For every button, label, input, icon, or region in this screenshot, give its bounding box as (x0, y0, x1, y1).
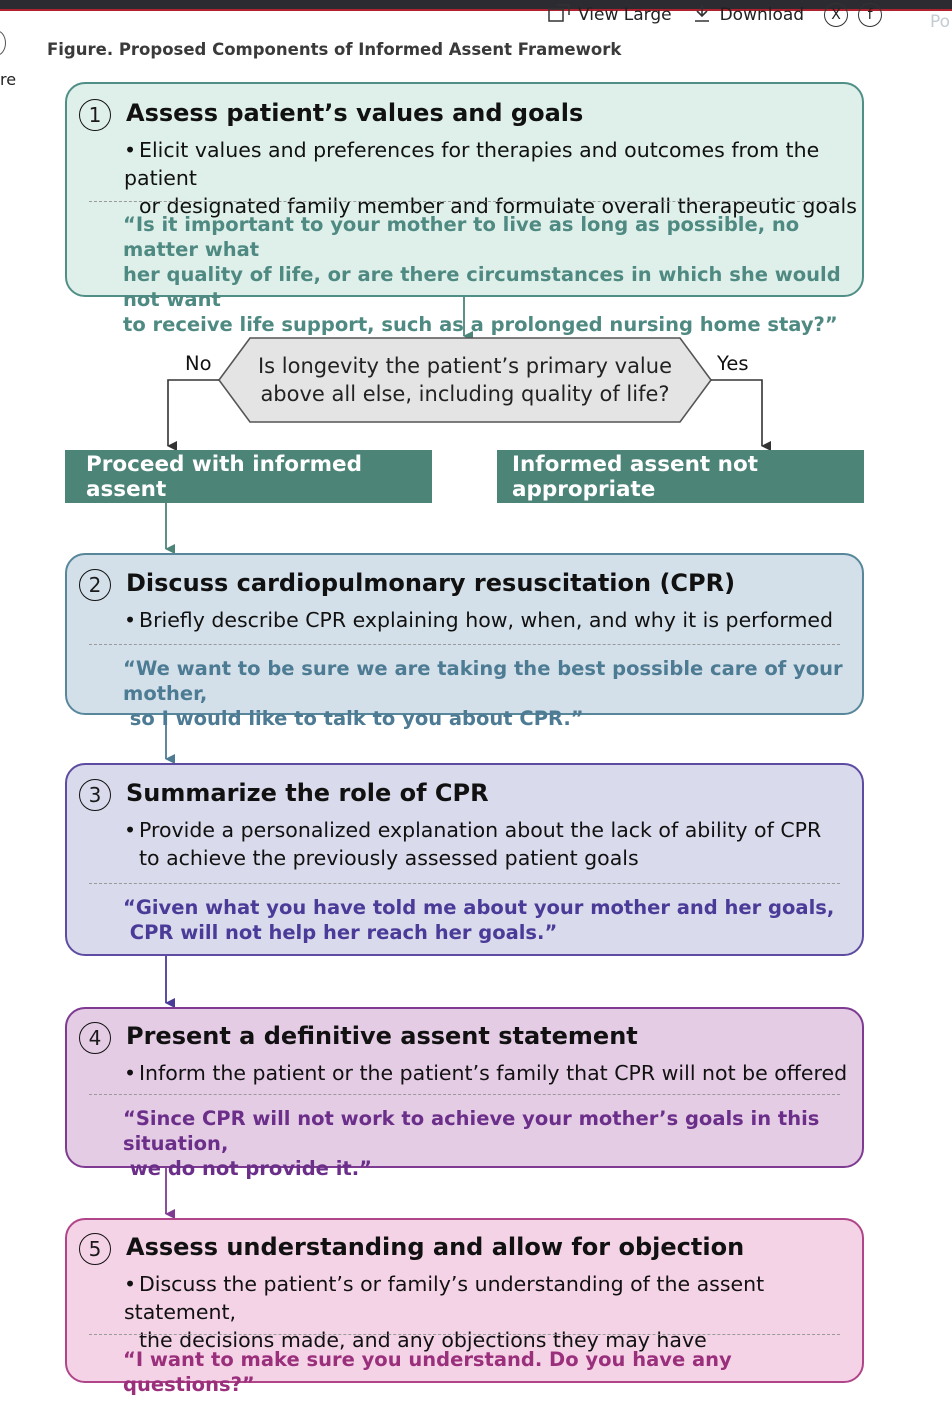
step-1-bullet-line-2: or designated family member and formulat… (139, 194, 857, 218)
step-2-title: Discuss cardiopulmonary resuscitation (C… (126, 569, 736, 597)
view-large-label: View Large (578, 5, 672, 25)
step-1-quote-line-2: her quality of life, or are there circum… (123, 263, 841, 311)
step-5-quote-line-1: “I want to make sure you understand. Do … (123, 1348, 732, 1396)
arrow-no-branch (167, 379, 219, 451)
top-nav-bar (0, 0, 952, 9)
step-4-divider (89, 1094, 840, 1095)
view-large-icon (548, 3, 570, 27)
not-appropriate-outcome-box: Informed assent not appropriate (497, 450, 864, 503)
step-4-number-circle: 4 (79, 1022, 111, 1054)
step-1-number-circle: 1 (79, 99, 111, 131)
step-3-title: Summarize the role of CPR (126, 779, 489, 807)
decision-line-1: Is longevity the patient’s primary value (257, 354, 673, 378)
right-cut-text: Po (930, 12, 951, 32)
step-2-number-circle: 2 (79, 569, 111, 601)
decision-line-2: above all else, including quality of lif… (260, 382, 670, 406)
step-3-number-circle: 3 (79, 779, 111, 811)
step-4-bullet-line-1: Inform the patient or the patient’s fami… (139, 1061, 848, 1085)
step-1-divider (89, 201, 840, 202)
step-3-box: 3 Summarize the role of CPR •Provide a p… (65, 763, 864, 956)
step-5-divider (89, 1334, 840, 1335)
x-share-icon[interactable]: X (824, 3, 849, 27)
step-1-box: 1 Assess patient’s values and goals •Eli… (65, 82, 864, 336)
step-5-quote: “I want to make sure you understand. Do … (123, 1347, 862, 1397)
step-2-quote-line-1: “We want to be sure we are taking the be… (123, 657, 843, 705)
step-2-quote: “We want to be sure we are taking the be… (123, 656, 862, 731)
download-button[interactable]: Download (692, 3, 805, 28)
step-5-number-circle: 5 (79, 1233, 111, 1265)
step-3-quote-line-1: “Given what you have told me about your … (123, 896, 835, 919)
step-5-title: Assess understanding and allow for objec… (126, 1233, 745, 1261)
step-4-quote-line-1: “Since CPR will not work to achieve your… (123, 1107, 820, 1155)
facebook-share-icon[interactable]: f (858, 3, 883, 27)
step-5-box: 5 Assess understanding and allow for obj… (65, 1218, 864, 1396)
step-2-divider (89, 644, 840, 645)
step-4-bullet: •Inform the patient or the patient’s fam… (124, 1061, 848, 1085)
step-1-bullet: •Elicit values and preferences for thera… (124, 136, 862, 220)
step-5-bullet-line-1: Discuss the patient’s or family’s unders… (124, 1272, 765, 1324)
step-4-quote-line-2: we do not provide it.” (123, 1157, 372, 1180)
decision-no-label: No (185, 352, 212, 375)
step-3-bullet-line-2: to achieve the previously assessed patie… (139, 846, 639, 870)
step-3-bullet: •Provide a personalized explanation abou… (124, 818, 822, 870)
proceed-outcome-box: Proceed with informed assent (65, 450, 432, 503)
step-4-box: 4 Present a definitive assent statement … (65, 1007, 864, 1180)
proceed-outcome-label: Proceed with informed assent (86, 451, 362, 502)
step-4-title: Present a definitive assent statement (126, 1022, 638, 1050)
not-appropriate-outcome-label: Informed assent not appropriate (512, 451, 759, 502)
step-1-quote-line-1: “Is it important to your mother to live … (123, 213, 800, 261)
step-5-bullet-line-2: the decisions made, and any objections t… (139, 1328, 707, 1352)
step-2-bullet-line-1: Briefly describe CPR explaining how, whe… (139, 608, 834, 632)
step-2-quote-line-2: so I would like to talk to you about CPR… (123, 707, 584, 730)
step-1-quote-line-3: to receive life support, such as a prolo… (123, 313, 838, 336)
left-cut-text: re (0, 70, 17, 89)
view-large-button[interactable]: View Large (548, 3, 672, 27)
step-1-bullet-line-1: Elicit values and preferences for therap… (124, 138, 820, 190)
step-4-quote: “Since CPR will not work to achieve your… (123, 1106, 862, 1181)
figure-toolbar: View Large Download X f (548, 3, 892, 28)
download-label: Download (719, 5, 805, 25)
decision-question: Is longevity the patient’s primary value… (233, 352, 697, 408)
step-2-bullet: •Briefly describe CPR explaining how, wh… (124, 608, 834, 632)
step-2-box: 2 Discuss cardiopulmonary resuscitation … (65, 553, 864, 730)
decision-yes-label: Yes (717, 352, 749, 375)
top-accent-line (0, 9, 952, 11)
arrow-yes-branch (711, 379, 771, 451)
step-3-divider (89, 883, 840, 884)
step-1-title: Assess patient’s values and goals (126, 99, 584, 127)
step-3-quote: “Given what you have told me about your … (123, 895, 834, 945)
step-3-bullet-line-1: Provide a personalized explanation about… (139, 818, 822, 842)
step-1-quote: “Is it important to your mother to live … (123, 212, 862, 337)
step-5-bullet: •Discuss the patient’s or family’s under… (124, 1270, 862, 1354)
figure-title: Figure. Proposed Components of Informed … (47, 40, 622, 59)
step-3-quote-line-2: CPR will not help her reach her goals.” (123, 921, 558, 944)
download-icon (692, 3, 712, 28)
